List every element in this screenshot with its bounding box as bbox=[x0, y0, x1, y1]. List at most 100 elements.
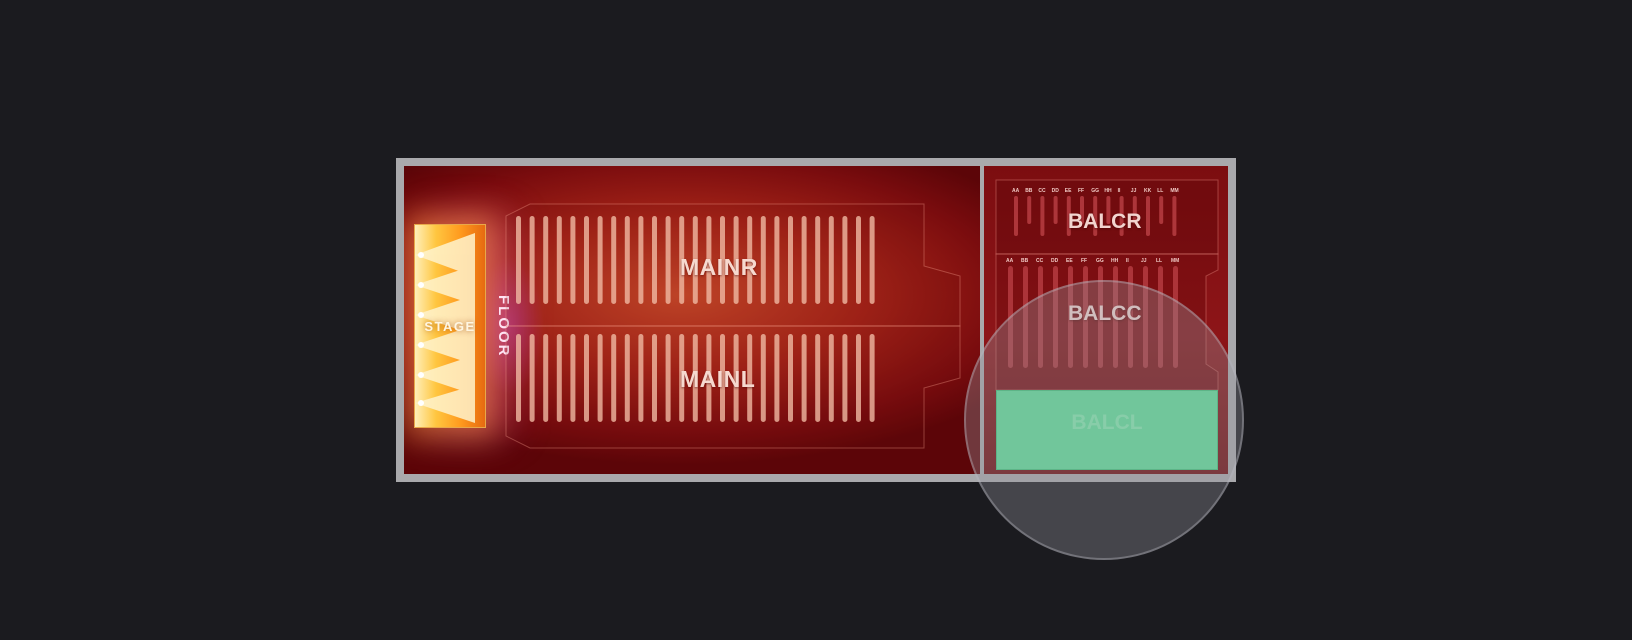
seat-row[interactable] bbox=[1158, 266, 1163, 368]
seat-row[interactable] bbox=[706, 334, 712, 422]
seat-row[interactable] bbox=[1143, 266, 1148, 368]
seat-row[interactable] bbox=[1080, 196, 1084, 224]
seat-row[interactable] bbox=[733, 216, 739, 304]
seat-row[interactable] bbox=[652, 334, 657, 422]
seat-row[interactable] bbox=[570, 216, 576, 304]
seat-row[interactable] bbox=[1068, 266, 1073, 368]
seat-row[interactable] bbox=[611, 216, 617, 304]
seat-row[interactable] bbox=[679, 216, 685, 304]
balcc-label[interactable]: BALCC bbox=[1068, 302, 1142, 325]
seat-row[interactable] bbox=[652, 216, 657, 304]
seat-row[interactable] bbox=[543, 216, 549, 304]
seat-row[interactable] bbox=[869, 334, 875, 422]
seat-row[interactable] bbox=[584, 216, 589, 304]
stage-lights-icon bbox=[415, 233, 475, 423]
seat-row[interactable] bbox=[597, 216, 603, 304]
seat-row[interactable] bbox=[788, 334, 793, 422]
seat-row[interactable] bbox=[774, 216, 780, 304]
seat-row[interactable] bbox=[1119, 196, 1124, 236]
seat-row[interactable] bbox=[516, 334, 521, 422]
seat-row[interactable] bbox=[747, 216, 753, 304]
main-floor-area: STAGE FLOOR MAINR MAINL bbox=[404, 166, 980, 474]
seat-row[interactable] bbox=[1113, 266, 1118, 368]
seat-row[interactable] bbox=[788, 216, 793, 304]
seat-row[interactable] bbox=[665, 334, 671, 422]
seat-row[interactable] bbox=[842, 216, 848, 304]
mainr-label[interactable]: MAINR bbox=[680, 254, 758, 280]
row-letter: JJ bbox=[1141, 258, 1147, 264]
seat-row[interactable] bbox=[1014, 196, 1018, 236]
seat-row[interactable] bbox=[679, 334, 685, 422]
row-letter: EE bbox=[1066, 258, 1073, 264]
seat-row[interactable] bbox=[856, 334, 861, 422]
seat-row[interactable] bbox=[1038, 266, 1043, 368]
seat-row[interactable] bbox=[1132, 196, 1137, 224]
seat-row[interactable] bbox=[842, 334, 848, 422]
seat-row[interactable] bbox=[556, 334, 562, 422]
seat-row[interactable] bbox=[1027, 196, 1032, 224]
seat-row[interactable] bbox=[1066, 196, 1071, 236]
row-letter: DD bbox=[1051, 258, 1059, 264]
seat-row[interactable] bbox=[828, 216, 834, 304]
row-letter: GG bbox=[1091, 188, 1099, 194]
row-letter: FF bbox=[1078, 188, 1085, 194]
seat-row[interactable] bbox=[529, 216, 535, 304]
balcc-seat-rows bbox=[1008, 266, 1178, 368]
seat-row[interactable] bbox=[747, 334, 753, 422]
seat-row[interactable] bbox=[828, 334, 834, 422]
seat-row[interactable] bbox=[597, 334, 603, 422]
seat-row[interactable] bbox=[801, 334, 807, 422]
row-letter: BB bbox=[1025, 188, 1033, 194]
seat-row[interactable] bbox=[760, 334, 766, 422]
seat-row[interactable] bbox=[1172, 196, 1177, 236]
seat-row[interactable] bbox=[1008, 266, 1013, 368]
seat-row[interactable] bbox=[611, 334, 617, 422]
seat-row[interactable] bbox=[706, 216, 712, 304]
row-letter: KK bbox=[1144, 188, 1152, 194]
seat-row[interactable] bbox=[1023, 266, 1028, 368]
seat-row[interactable] bbox=[624, 334, 630, 422]
seat-row[interactable] bbox=[1053, 266, 1058, 368]
mainl-label[interactable]: MAINL bbox=[680, 366, 756, 392]
seat-row[interactable] bbox=[543, 334, 549, 422]
balcony-sections-svg bbox=[995, 179, 1219, 391]
seat-row[interactable] bbox=[516, 216, 521, 304]
seat-row[interactable] bbox=[624, 216, 630, 304]
seat-row[interactable] bbox=[665, 216, 671, 304]
seat-row[interactable] bbox=[869, 216, 875, 304]
seat-row[interactable] bbox=[760, 216, 766, 304]
seat-row[interactable] bbox=[692, 216, 698, 304]
seat-row[interactable] bbox=[1146, 196, 1150, 236]
seat-row[interactable] bbox=[638, 334, 644, 422]
seat-row[interactable] bbox=[856, 216, 861, 304]
seat-row[interactable] bbox=[774, 334, 780, 422]
seat-row[interactable] bbox=[1159, 196, 1164, 224]
seat-row[interactable] bbox=[1040, 196, 1045, 236]
seat-row[interactable] bbox=[584, 334, 589, 422]
seat-row[interactable] bbox=[638, 216, 644, 304]
seat-row[interactable] bbox=[733, 334, 739, 422]
seat-row[interactable] bbox=[556, 216, 562, 304]
balcr-label[interactable]: BALCR bbox=[1068, 210, 1142, 233]
section-balcl-selected[interactable]: BALCL bbox=[996, 390, 1218, 470]
seat-row[interactable] bbox=[1106, 196, 1111, 224]
seat-row[interactable] bbox=[1093, 196, 1098, 236]
balcl-label[interactable]: BALCL bbox=[1071, 411, 1143, 434]
seat-row[interactable] bbox=[815, 216, 821, 304]
seat-row[interactable] bbox=[1083, 266, 1088, 368]
seat-row[interactable] bbox=[1173, 266, 1178, 368]
seat-row[interactable] bbox=[720, 334, 725, 422]
seat-row[interactable] bbox=[692, 334, 698, 422]
seat-row[interactable] bbox=[529, 334, 535, 422]
seat-row[interactable] bbox=[815, 334, 821, 422]
seat-row[interactable] bbox=[1053, 196, 1058, 224]
seat-row[interactable] bbox=[1128, 266, 1133, 368]
seat-row[interactable] bbox=[801, 216, 807, 304]
row-letter: EE bbox=[1064, 188, 1072, 194]
seat-row[interactable] bbox=[1098, 266, 1103, 368]
seat-row[interactable] bbox=[570, 334, 576, 422]
row-letter: HH bbox=[1111, 258, 1119, 264]
seat-row[interactable] bbox=[720, 216, 725, 304]
stage-label: STAGE bbox=[424, 319, 476, 334]
